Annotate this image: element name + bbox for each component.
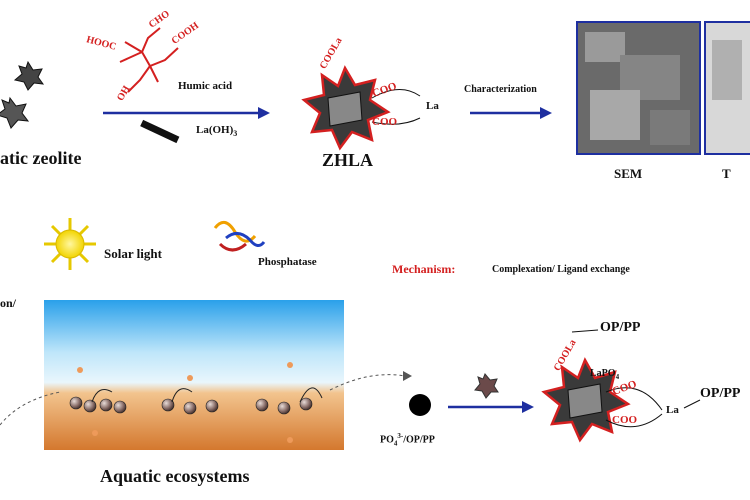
arrow-to-characterization [470,107,552,119]
adsorbed-zhla-star-icon [541,329,701,443]
aquatic-ecosystems-label: Aquatic ecosystems [100,466,250,486]
mechanism-heading: Mechanism: [392,262,456,276]
la-oh-rod-icon [140,119,180,144]
po4-particle-icon [409,394,431,416]
dashed-flow-left [0,391,61,426]
humic-acid-label: Humic acid [178,80,233,92]
arrow-to-zhla [103,107,270,119]
solar-light-label: Solar light [104,246,162,261]
mechanism-text: Complexation/ Ligand exchange [492,264,630,275]
zeolite-label: atic zeolite [0,148,82,168]
small-zhla-icon [474,373,499,399]
characterization-label: Characterization [464,84,537,95]
arrow-to-adsorbed [448,401,534,413]
po4-label: PO43-/OP/PP [380,432,435,448]
left-fragment-label: on/ [0,296,17,310]
zhla-coo-lower: COO [372,116,398,128]
sem-image [576,21,701,155]
adsorbed-coo-lower: COO [612,414,638,426]
lapo4-label: LaPO4 [590,368,620,381]
phosphatase-label: Phosphatase [258,256,317,268]
tem-image [704,21,750,155]
adsorbed-la-label: La [666,404,679,416]
zhla-la-label: La [426,100,439,112]
zeolite-star-icon [0,60,45,129]
sun-icon [44,218,96,270]
la-oh-label: La(OH)3 [196,124,238,139]
op-pp-right-label: OP/PP [700,386,741,401]
sem-label: SEM [614,166,643,181]
dashed-flow-right [329,371,412,391]
zhla-star-icon [301,65,421,151]
zhla-label: ZHLA [322,150,374,170]
tem-label: T [722,166,731,181]
aquatic-ecosystem-panel [44,300,344,450]
op-pp-top-label: OP/PP [600,320,641,335]
humic-acid-structure [119,27,179,93]
phosphatase-icon [213,220,266,252]
